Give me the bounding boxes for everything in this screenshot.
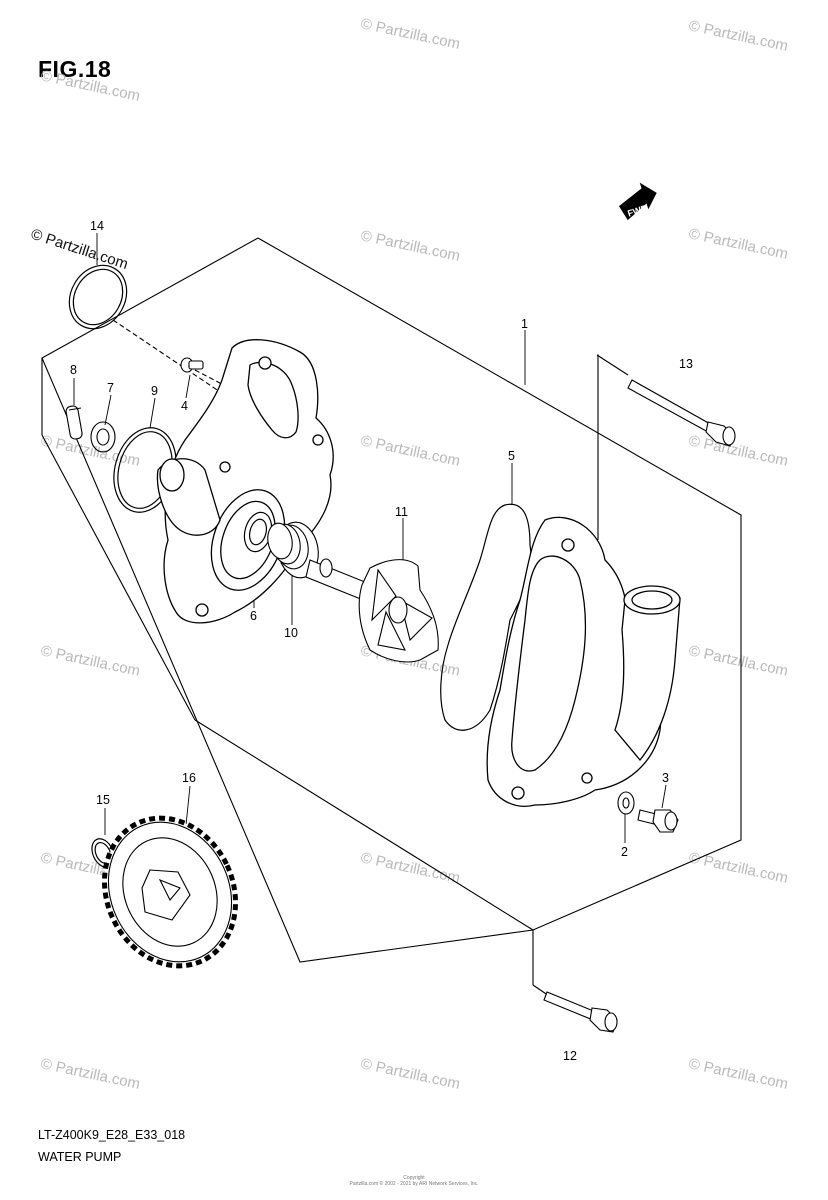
callout-6: 6 [250,609,257,623]
callout-10: 10 [284,626,298,640]
part-7-washer [90,421,116,453]
part-13-bolt [627,379,736,447]
part-16-pump-gear [101,815,239,969]
watermark-text: © Partzilla.com [687,225,789,263]
callout-3: 3 [662,771,669,785]
watermark-text: © Partzilla.com [687,17,789,55]
copyright-notice: Copyright Partzilla.com © 2002 - 2021 by… [349,1175,479,1187]
watermark-text: © Partzilla.com [687,1055,789,1093]
watermark-text: © Partzilla.com [39,432,141,470]
watermark-text: © Partzilla.com [39,642,141,680]
part-6-oil-seal [243,511,273,553]
callout-9: 9 [151,384,158,398]
watermark-text: © Partzilla.com [359,15,461,53]
watermark-text: © Partzilla.com [359,432,461,470]
forward-arrow-icon: FWD [618,182,657,221]
callout-2: 2 [621,845,628,859]
callout-14: 14 [90,219,104,233]
part-1-pump-cover [486,516,681,807]
watermark-text: © Partzilla.com [687,432,789,470]
callout-8: 8 [70,363,77,377]
watermark-text: © Partzilla.com [359,849,461,887]
callout-12: 12 [563,1049,577,1063]
part-4-bolt [180,357,204,373]
callout-16: 16 [182,771,196,785]
watermark-text: © Partzilla.com [39,67,141,105]
watermark-text: © Partzilla.com [687,849,789,887]
watermark-text: © Partzilla.com [359,1055,461,1093]
callout-4: 4 [181,399,188,413]
part-14-circlip [68,264,128,330]
section-name-label: WATER PUMP [38,1150,122,1164]
callout-15: 15 [96,793,110,807]
part-11-impeller [358,559,439,663]
part-3-bolt [637,809,679,833]
callout-5: 5 [508,449,515,463]
watermark-text: © Partzilla.com [359,227,461,265]
part-8-dowel-pin [65,405,83,440]
callout-labels: 1 2 3 4 5 6 8 7 9 10 11 12 13 14 15 16 [70,219,693,1063]
watermark-text: © Partzilla.com [29,226,130,273]
callout-11: 11 [395,505,408,519]
watermark-text: © Partzilla.com [39,1055,141,1093]
part-2-washer [617,791,635,815]
callout-7: 7 [107,381,114,395]
figure-title: FIG.18 [38,56,112,82]
callout-13: 13 [679,357,693,371]
water-pump-body [156,339,334,624]
part-12-bolt [543,991,618,1033]
model-code-label: LT-Z400K9_E28_E33_018 [38,1128,186,1142]
watermark-text: © Partzilla.com [687,642,789,680]
part-10-mechanical-seal [267,521,319,579]
callout-1: 1 [521,317,528,331]
